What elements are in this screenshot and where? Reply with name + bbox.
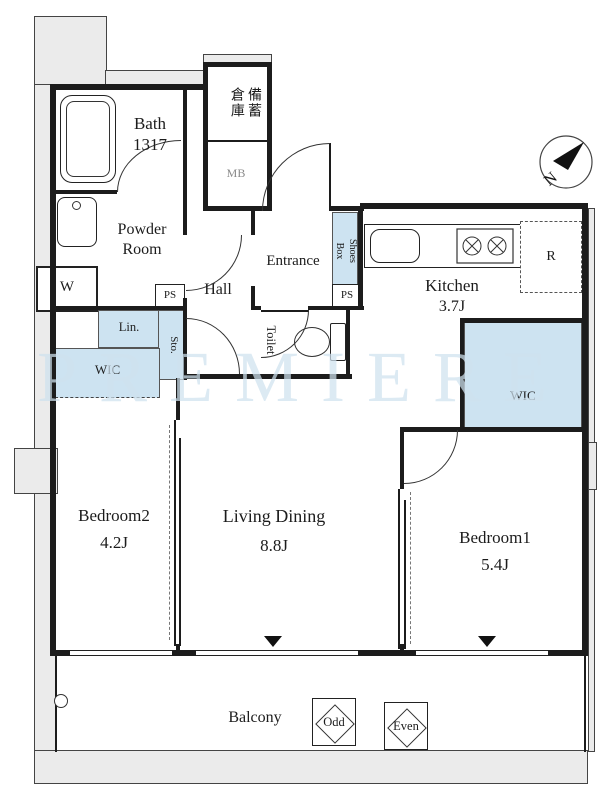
kitchen-name: Kitchen xyxy=(425,276,479,295)
entrance-door-leaf xyxy=(329,143,331,211)
powder-room-label: Powder Room xyxy=(100,220,184,259)
wall-kitchen-left xyxy=(358,206,363,310)
wic-right-area xyxy=(464,322,582,428)
bedroom1-name: Bedroom1 xyxy=(459,528,531,547)
wall-top-bath xyxy=(50,84,208,90)
wall-left-outer xyxy=(50,84,56,656)
entrance-label: Entrance xyxy=(266,253,320,269)
wall-wic-right-left xyxy=(460,318,464,430)
living-dining-label: Living Dining 8.8J xyxy=(196,506,352,557)
compass-icon: N xyxy=(539,135,593,190)
odd-marker: Odd xyxy=(312,698,356,746)
kitchen-label: Kitchen 3.7J xyxy=(392,276,512,316)
bath-label: Bath 1317 xyxy=(112,114,188,155)
wall-mb-divider xyxy=(208,140,267,142)
shoes-box-label: Shoes Box xyxy=(331,217,359,285)
bedroom2-label: Bedroom2 4.2J xyxy=(62,506,166,553)
bichiku-line1: 備蓄 xyxy=(246,87,261,119)
washer-pan xyxy=(36,266,98,312)
window-bedroom2 xyxy=(70,650,172,656)
powder-line2: Room xyxy=(122,240,162,258)
ps-right-label: PS xyxy=(340,289,354,301)
sliding-door-dash-bedroom1 xyxy=(410,492,411,644)
bathtub-icon xyxy=(60,95,116,183)
entrance-door-arc xyxy=(262,143,330,211)
wall-storage-top xyxy=(203,62,272,67)
powder-line1: Powder xyxy=(117,221,167,238)
living-size: 8.8J xyxy=(260,535,288,555)
opening-marker-living-icon xyxy=(264,636,282,647)
ps-left-label: PS xyxy=(163,289,177,301)
wall-storage-right xyxy=(267,62,272,211)
toilet-tank-icon xyxy=(330,323,346,361)
wall-entrance-top-left xyxy=(203,206,267,211)
linen-closet xyxy=(98,310,160,348)
wall-bedroom1-slide-a xyxy=(398,489,400,649)
kitchen-sink-icon xyxy=(370,229,420,263)
kitchen-size: 3.7J xyxy=(438,297,466,315)
bathtub-inner-icon xyxy=(66,101,110,177)
exterior-pillar-right xyxy=(588,442,597,490)
wic-right-label: WIC xyxy=(510,388,536,403)
wall-hall-entrance-b xyxy=(251,286,255,310)
washbasin-faucet-icon xyxy=(72,201,81,210)
bedroom2-size: 4.2J xyxy=(100,532,128,552)
toilet-label: Toilet xyxy=(264,325,278,355)
mb-label: MB xyxy=(226,166,246,180)
balcony-label: Balcony xyxy=(228,709,282,726)
bedroom1-size: 5.4J xyxy=(481,554,509,574)
living-name: Living Dining xyxy=(222,506,326,526)
wall-bedroom2-slide-b xyxy=(179,438,181,646)
bichiku-label: 備蓄 倉庫 xyxy=(214,72,262,134)
fridge-label: R xyxy=(546,249,556,264)
bedroom1-label: Bedroom1 5.4J xyxy=(430,528,560,575)
wall-bedroom2-slide-a xyxy=(174,420,176,646)
even-label: Even xyxy=(393,719,419,733)
bath-name: Bath xyxy=(133,114,167,133)
wall-mid-upper xyxy=(183,88,187,235)
wall-toilet-top-a xyxy=(251,306,261,310)
wall-mid-lower xyxy=(183,298,187,380)
bichiku-line2: 倉庫 xyxy=(228,87,244,119)
wall-ld-top xyxy=(186,374,352,379)
shoes-line1: Shoes xyxy=(347,239,358,263)
bedroom2-name: Bedroom2 xyxy=(78,506,150,525)
storage-label: Sto. xyxy=(168,336,180,354)
fridge-space-box xyxy=(520,221,582,293)
hall-door-arc xyxy=(186,318,240,374)
sliding-door-dash-bedroom2 xyxy=(169,425,170,640)
bedroom1-door-arc xyxy=(404,430,458,484)
stove-icon xyxy=(456,228,514,264)
hall-label: Hall xyxy=(204,281,232,298)
wall-entrance-top-right xyxy=(330,206,364,211)
wall-bedroom1-top xyxy=(400,427,588,432)
shoes-box-area xyxy=(332,212,358,286)
wall-kitchen-top xyxy=(360,203,588,209)
linen-label: Lin. xyxy=(118,320,140,334)
wic-left-area xyxy=(55,348,160,398)
window-bedroom1 xyxy=(416,650,548,656)
wall-bedroom2-divider-top xyxy=(176,378,180,420)
wic-left-label: WIC xyxy=(94,362,121,377)
wall-powder-bottom xyxy=(52,306,186,310)
bath-size: 1317 xyxy=(133,134,167,154)
window-living xyxy=(196,650,358,656)
wall-hall-entrance-a xyxy=(251,211,255,235)
wall-toilet-top-b xyxy=(308,306,364,310)
wall-storage-left xyxy=(203,62,208,211)
shoes-line2: Box xyxy=(334,242,345,260)
odd-label: Odd xyxy=(323,715,345,729)
balcony-drain-icon xyxy=(54,694,68,708)
exterior-strip-bottom xyxy=(34,750,588,784)
exterior-block-top-left xyxy=(34,16,107,90)
wall-bedroom1-left-upper xyxy=(400,427,404,489)
wall-bedroom1-slide-b xyxy=(404,500,406,649)
wall-balcony-right xyxy=(584,656,586,752)
wall-wic-right-top xyxy=(460,318,588,323)
opening-marker-bedroom1-icon xyxy=(478,636,496,647)
even-marker: Even xyxy=(384,702,428,750)
wall-bath-powder xyxy=(55,190,117,194)
wall-toilet-right xyxy=(346,310,350,379)
washer-label: W xyxy=(59,279,75,295)
